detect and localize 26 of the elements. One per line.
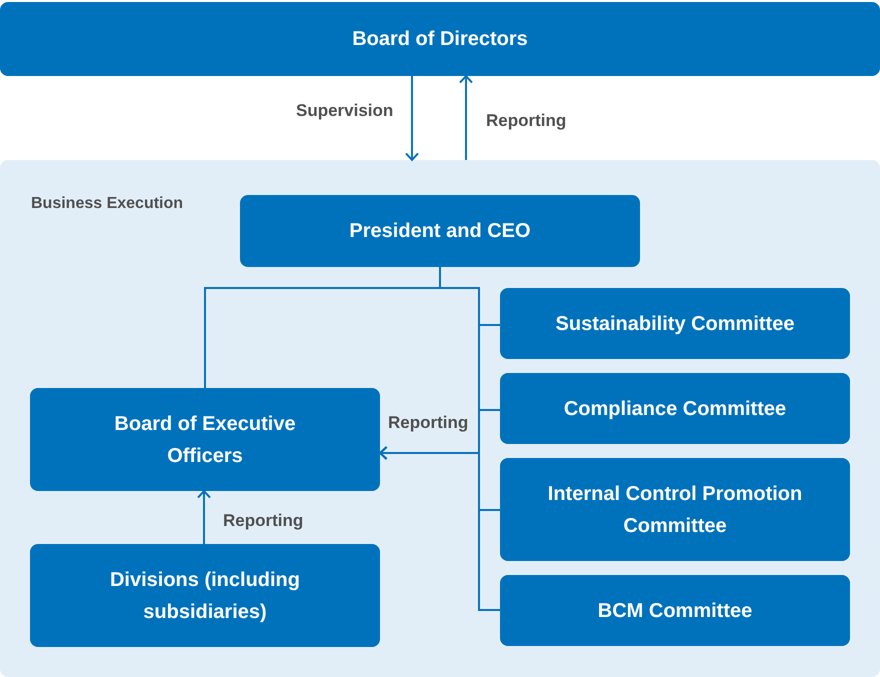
box-label: Sustainability Committee bbox=[556, 312, 794, 336]
org-box bbox=[30, 544, 380, 647]
box-label: Board of Executive Officers bbox=[113, 412, 297, 468]
org-box bbox=[500, 458, 850, 561]
edge-label: Reporting bbox=[221, 511, 306, 531]
org-box bbox=[30, 388, 380, 491]
edge-label: Reporting bbox=[386, 413, 470, 433]
arrow bbox=[459, 75, 473, 160]
box-label: Divisions (including subsidiaries) bbox=[108, 568, 301, 624]
arrow bbox=[197, 490, 211, 544]
edge-label: Supervision bbox=[294, 101, 396, 121]
arrow bbox=[379, 446, 500, 611]
box-label: Internal Control Promotion Committee bbox=[546, 482, 804, 538]
box-label: President and CEO bbox=[349, 219, 531, 244]
arrow bbox=[405, 76, 419, 161]
org-box bbox=[500, 373, 850, 444]
box-label: Board of Directors bbox=[352, 27, 528, 52]
group-panel bbox=[0, 160, 880, 677]
box-label: BCM Committee bbox=[598, 598, 752, 624]
org-box bbox=[240, 195, 640, 267]
panel-heading: Business Execution bbox=[31, 194, 184, 214]
org-box bbox=[0, 2, 880, 76]
edge-label: Reporting bbox=[484, 111, 568, 131]
org-box bbox=[500, 575, 850, 646]
box-label: Compliance Committee bbox=[564, 396, 786, 422]
org-box bbox=[500, 288, 850, 359]
